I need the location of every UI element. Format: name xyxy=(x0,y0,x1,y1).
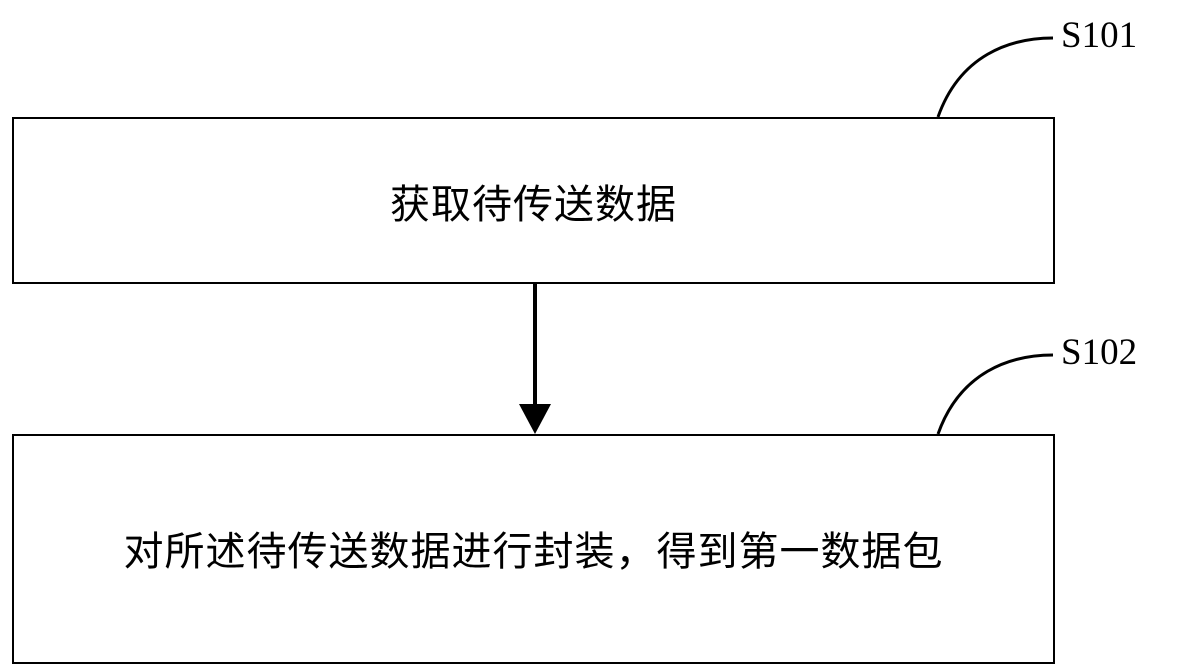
flow-box-s101: 获取待传送数据 xyxy=(12,117,1055,284)
flow-box-s101-text: 获取待传送数据 xyxy=(390,182,677,227)
step-label-s102: S102 xyxy=(1061,332,1138,373)
leader-line-s102 xyxy=(936,353,1054,435)
leader-line-s101 xyxy=(936,36,1054,118)
step-label-s101: S101 xyxy=(1061,15,1138,56)
flow-box-s102: 对所述待传送数据进行封装，得到第一数据包 xyxy=(12,434,1055,664)
connector-arrowhead-icon xyxy=(519,404,551,434)
flow-box-s102-text: 对所述待传送数据进行封装，得到第一数据包 xyxy=(123,530,944,574)
